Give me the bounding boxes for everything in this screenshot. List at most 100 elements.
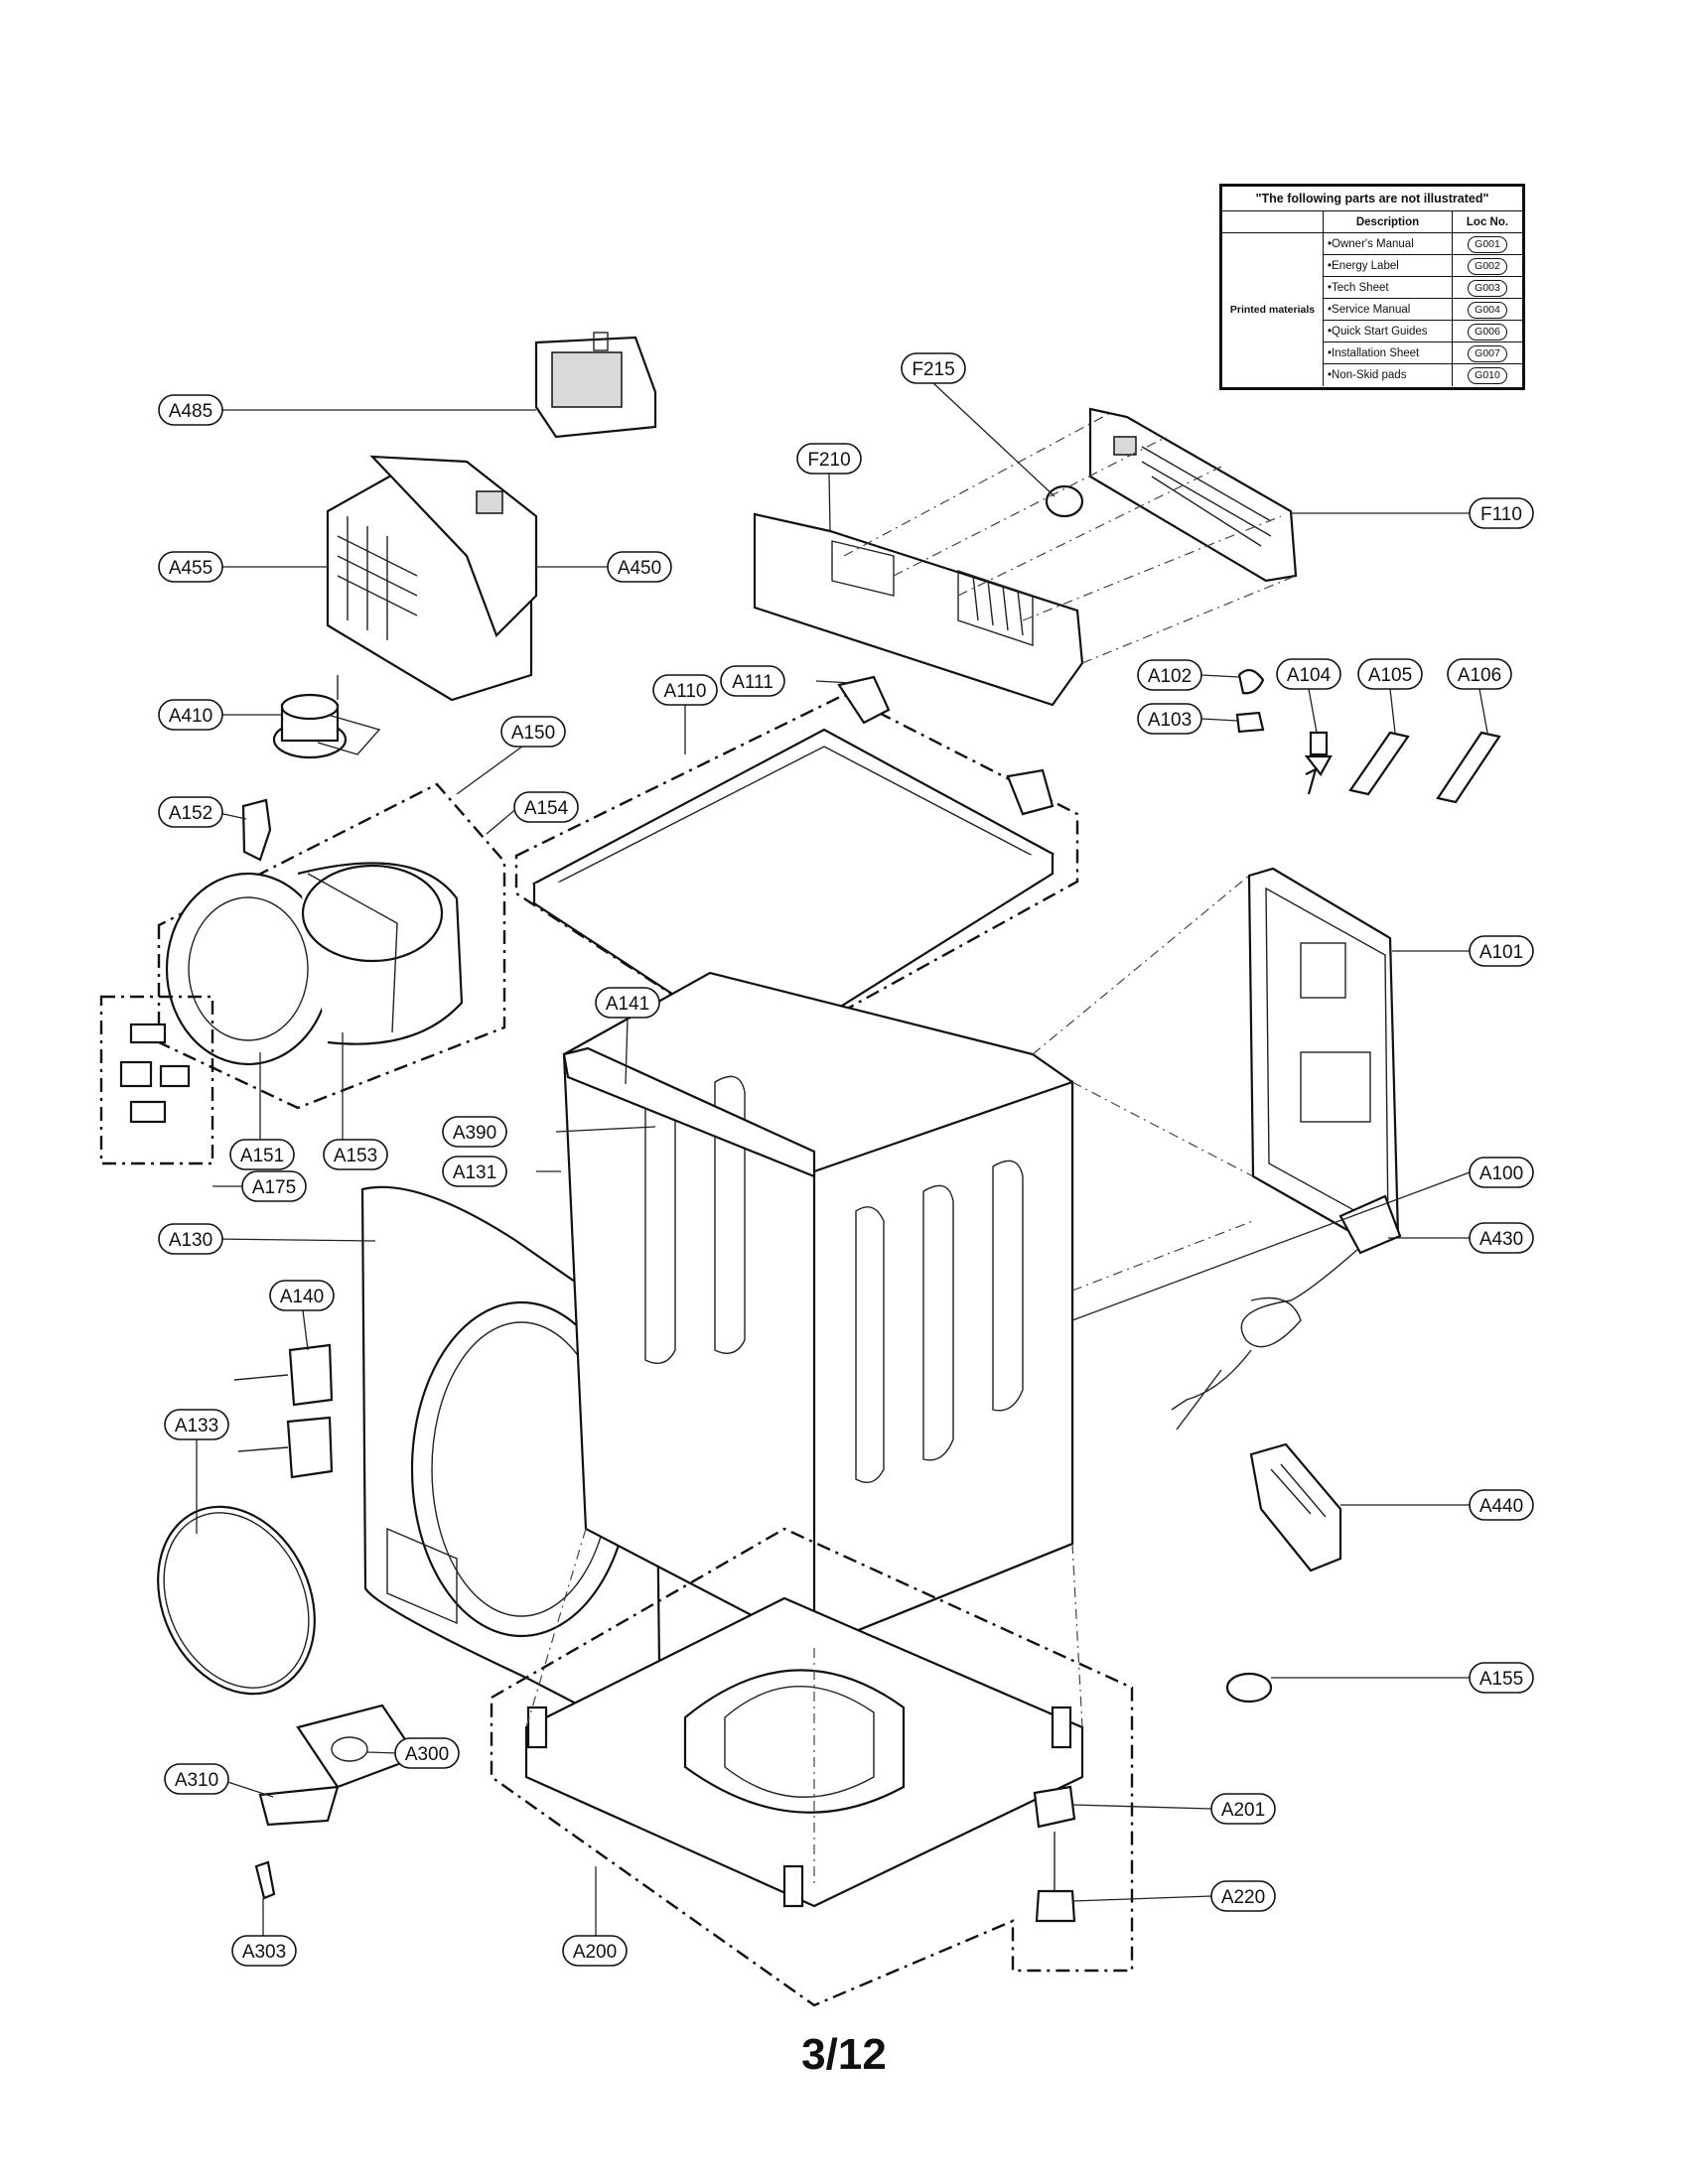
box-a110-top-plate	[514, 693, 1079, 1056]
svg-text:A131: A131	[453, 1162, 496, 1183]
part-a150-door	[165, 862, 464, 1066]
svg-text:A455: A455	[169, 558, 212, 579]
not-illustrated-parts-table: "The following parts are not illustrated…	[1219, 184, 1525, 390]
callout-a133: A133	[164, 1409, 229, 1440]
table-row-description: •Tech Sheet	[1324, 277, 1453, 299]
callout-f210: F210	[796, 443, 862, 475]
callout-a155: A155	[1469, 1662, 1534, 1694]
callout-a390: A390	[442, 1116, 507, 1148]
part-a101-back-cover	[1247, 867, 1400, 1248]
svg-text:A151: A151	[240, 1146, 284, 1166]
table-row-description: •Service Manual	[1324, 299, 1453, 321]
callout-a101: A101	[1469, 935, 1534, 967]
part-a140-hinges	[233, 1343, 334, 1479]
svg-text:F210: F210	[807, 450, 850, 471]
callout-a440: A440	[1469, 1489, 1534, 1521]
callout-a130: A130	[158, 1223, 223, 1255]
svg-text:A201: A201	[1221, 1800, 1265, 1821]
callout-a430: A430	[1469, 1222, 1534, 1254]
leader-lines	[196, 382, 1488, 1936]
svg-text:A440: A440	[1479, 1496, 1523, 1517]
callout-a200: A200	[562, 1935, 628, 1967]
svg-text:A154: A154	[524, 798, 569, 819]
table-header-description: Description	[1324, 211, 1453, 233]
svg-text:A140: A140	[280, 1287, 324, 1307]
svg-text:A390: A390	[453, 1123, 496, 1144]
svg-text:A110: A110	[664, 681, 707, 702]
part-a303-pin	[254, 1860, 276, 1900]
table-row-description: •Owner's Manual	[1324, 233, 1453, 255]
callout-a300: A300	[394, 1737, 460, 1769]
box-a200-base	[490, 1527, 1134, 2007]
part-a133-clamp-ring	[157, 1505, 316, 1696]
svg-text:A410: A410	[169, 706, 212, 727]
callout-a110: A110	[652, 674, 718, 706]
part-a485-display-board	[534, 332, 657, 439]
callout-a152: A152	[158, 796, 223, 828]
svg-text:A485: A485	[169, 401, 212, 422]
callout-f215: F215	[901, 352, 966, 384]
svg-text:A103: A103	[1148, 710, 1192, 731]
svg-text:A303: A303	[242, 1942, 286, 1963]
svg-text:A200: A200	[573, 1942, 617, 1963]
callout-a175: A175	[241, 1170, 307, 1202]
table-row-description: •Installation Sheet	[1324, 342, 1453, 364]
svg-text:F215: F215	[912, 359, 954, 380]
part-a100-cabinet	[562, 971, 1074, 1650]
svg-text:A130: A130	[169, 1230, 212, 1251]
part-a175-hinge-kit	[119, 1023, 191, 1124]
table-row-loc: G006	[1453, 321, 1522, 342]
part-a102-a106-small-parts	[1235, 668, 1501, 804]
callout-a106: A106	[1447, 658, 1512, 690]
svg-text:A220: A220	[1221, 1887, 1265, 1908]
part-a155-cap	[1225, 1672, 1273, 1704]
table-title: "The following parts are not illustrated…	[1222, 187, 1522, 211]
part-a111-bracket	[837, 675, 891, 725]
part-a455-a450-main-board	[326, 455, 538, 702]
table-row-loc: G003	[1453, 277, 1522, 299]
table-row-loc: G010	[1453, 364, 1522, 386]
svg-text:A175: A175	[252, 1177, 296, 1198]
table-row-loc: G001	[1453, 233, 1522, 255]
callout-a450: A450	[607, 551, 672, 583]
callout-a303: A303	[231, 1935, 297, 1967]
part-a201-a220-leveling-foot	[1033, 1785, 1076, 1923]
callout-a100: A100	[1469, 1157, 1534, 1188]
svg-text:A450: A450	[618, 558, 661, 579]
explode-lines-control	[843, 411, 1297, 664]
svg-text:A153: A153	[334, 1146, 377, 1166]
table-row-loc: G004	[1453, 299, 1522, 321]
svg-text:A104: A104	[1287, 665, 1332, 686]
table-header-loc: Loc No.	[1453, 211, 1522, 233]
part-a390-front-strip	[562, 1046, 816, 1178]
svg-text:A150: A150	[511, 723, 555, 744]
callout-a485: A485	[158, 394, 223, 426]
svg-text:A105: A105	[1368, 665, 1412, 686]
part-f215-knob	[1045, 484, 1084, 518]
callout-a140: A140	[269, 1280, 335, 1311]
svg-text:A430: A430	[1479, 1229, 1523, 1250]
callout-a141: A141	[595, 987, 660, 1019]
callout-a153: A153	[323, 1139, 388, 1170]
page-number: 3/12	[801, 2030, 887, 2079]
svg-text:A102: A102	[1148, 666, 1192, 687]
part-a200-base	[524, 1596, 1084, 1908]
callout-a105: A105	[1357, 658, 1423, 690]
callout-a151: A151	[229, 1139, 295, 1170]
svg-text:A152: A152	[169, 803, 212, 824]
svg-text:A310: A310	[175, 1770, 218, 1791]
part-a300-a310-filter-cover	[258, 1704, 419, 1827]
callout-a220: A220	[1210, 1880, 1276, 1912]
callout-a310: A310	[164, 1763, 229, 1795]
table-grid: Description Loc No. Printed materials •O…	[1222, 211, 1522, 386]
callout-a201: A201	[1210, 1793, 1276, 1825]
svg-text:A101: A101	[1479, 942, 1523, 963]
table-row-loc: G007	[1453, 342, 1522, 364]
svg-text:A100: A100	[1479, 1163, 1523, 1184]
callout-f110: F110	[1469, 497, 1534, 529]
part-a152-handle	[241, 798, 272, 862]
callout-a104: A104	[1276, 658, 1341, 690]
callout-a131: A131	[442, 1156, 507, 1187]
part-f210-control-panel	[753, 512, 1084, 707]
